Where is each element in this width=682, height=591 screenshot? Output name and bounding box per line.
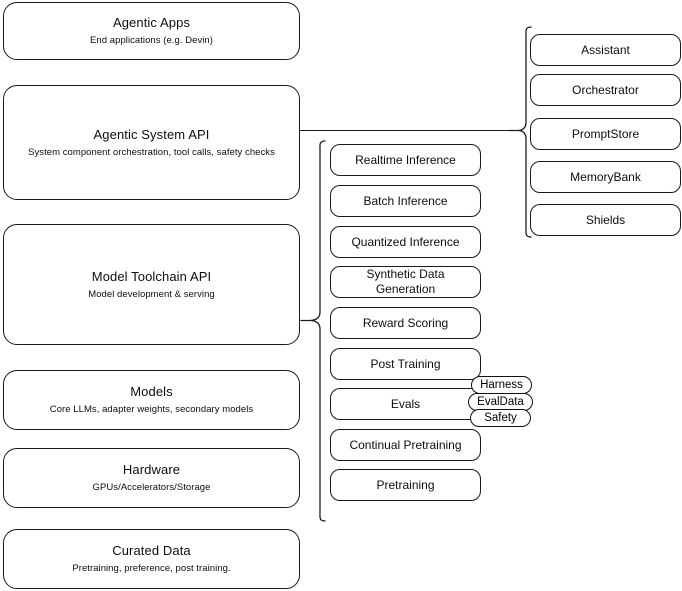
evals-tag-safety[interactable]: Safety (470, 409, 531, 427)
layer-title: Model Toolchain API (91, 268, 212, 284)
capability-label: Quantized Inference (351, 234, 460, 249)
component-label: Assistant (581, 42, 630, 57)
layer-title: Models (130, 384, 173, 399)
capability-label: Post Training (370, 356, 441, 371)
layer-subtitle: GPUs/Accelerators/Storage (92, 482, 211, 493)
capability-continual-pretraining[interactable]: Continual Pretraining (330, 429, 481, 461)
layer-agentic-system-api[interactable]: Agentic System API System component orch… (3, 85, 300, 200)
layer-subtitle: Model development & serving (88, 288, 215, 300)
evals-tag-label: Safety (484, 411, 517, 424)
layer-title: Curated Data (112, 543, 191, 558)
capability-realtime-inference[interactable]: Realtime Inference (330, 144, 481, 176)
component-orchestrator[interactable]: Orchestrator (530, 74, 681, 106)
capability-label: Reward Scoring (362, 315, 449, 330)
component-label: Orchestrator (572, 82, 639, 97)
layer-hardware[interactable]: Hardware GPUs/Accelerators/Storage (3, 448, 300, 508)
capability-label: Pretraining (376, 477, 435, 492)
layer-subtitle: Pretraining, preference, post training. (72, 563, 231, 574)
capability-post-training[interactable]: Post Training (330, 348, 481, 380)
layer-agentic-apps[interactable]: Agentic Apps End applications (e.g. Devi… (3, 2, 300, 60)
layer-curated-data[interactable]: Curated Data Pretraining, preference, po… (3, 529, 300, 589)
capability-label: Evals (390, 396, 421, 411)
layer-subtitle: System component orchestration, tool cal… (28, 146, 275, 158)
capability-reward-scoring[interactable]: Reward Scoring (330, 307, 481, 339)
capability-batch-inference[interactable]: Batch Inference (330, 185, 481, 217)
layer-model-toolchain-api[interactable]: Model Toolchain API Model development & … (3, 224, 300, 345)
capability-label: Batch Inference (363, 193, 448, 208)
brace-agentic-system-components (508, 26, 532, 238)
capability-pretraining[interactable]: Pretraining (330, 469, 481, 501)
evals-tag-label: EvalData (477, 395, 524, 408)
layer-title: Agentic System API (93, 126, 210, 142)
layer-title: Hardware (122, 462, 181, 477)
capability-label: Realtime Inference (355, 152, 456, 167)
layer-title: Agentic Apps (112, 15, 191, 30)
capability-synthetic-data-generation[interactable]: Synthetic Data Generation (330, 266, 481, 298)
layer-subtitle: End applications (e.g. Devin) (90, 35, 213, 46)
component-promptstore[interactable]: PromptStore (530, 118, 681, 150)
connector-agentic-system-api-to-components (300, 130, 520, 131)
component-label: MemoryBank (570, 169, 641, 184)
component-label: PromptStore (571, 126, 640, 141)
component-memorybank[interactable]: MemoryBank (530, 161, 681, 193)
brace-model-toolchain (300, 140, 326, 522)
evals-tag-label: Harness (480, 378, 523, 391)
layer-subtitle: Core LLMs, adapter weights, secondary mo… (49, 404, 254, 415)
capability-quantized-inference[interactable]: Quantized Inference (330, 226, 481, 258)
capability-label: Synthetic Data Generation (366, 267, 445, 296)
evals-tag-harness[interactable]: Harness (471, 376, 532, 394)
component-assistant[interactable]: Assistant (530, 34, 681, 66)
component-shields[interactable]: Shields (530, 204, 681, 236)
capability-evals[interactable]: Evals (330, 388, 481, 420)
capability-label: Continual Pretraining (349, 437, 462, 452)
layer-models[interactable]: Models Core LLMs, adapter weights, secon… (3, 370, 300, 430)
component-label: Shields (585, 212, 626, 227)
